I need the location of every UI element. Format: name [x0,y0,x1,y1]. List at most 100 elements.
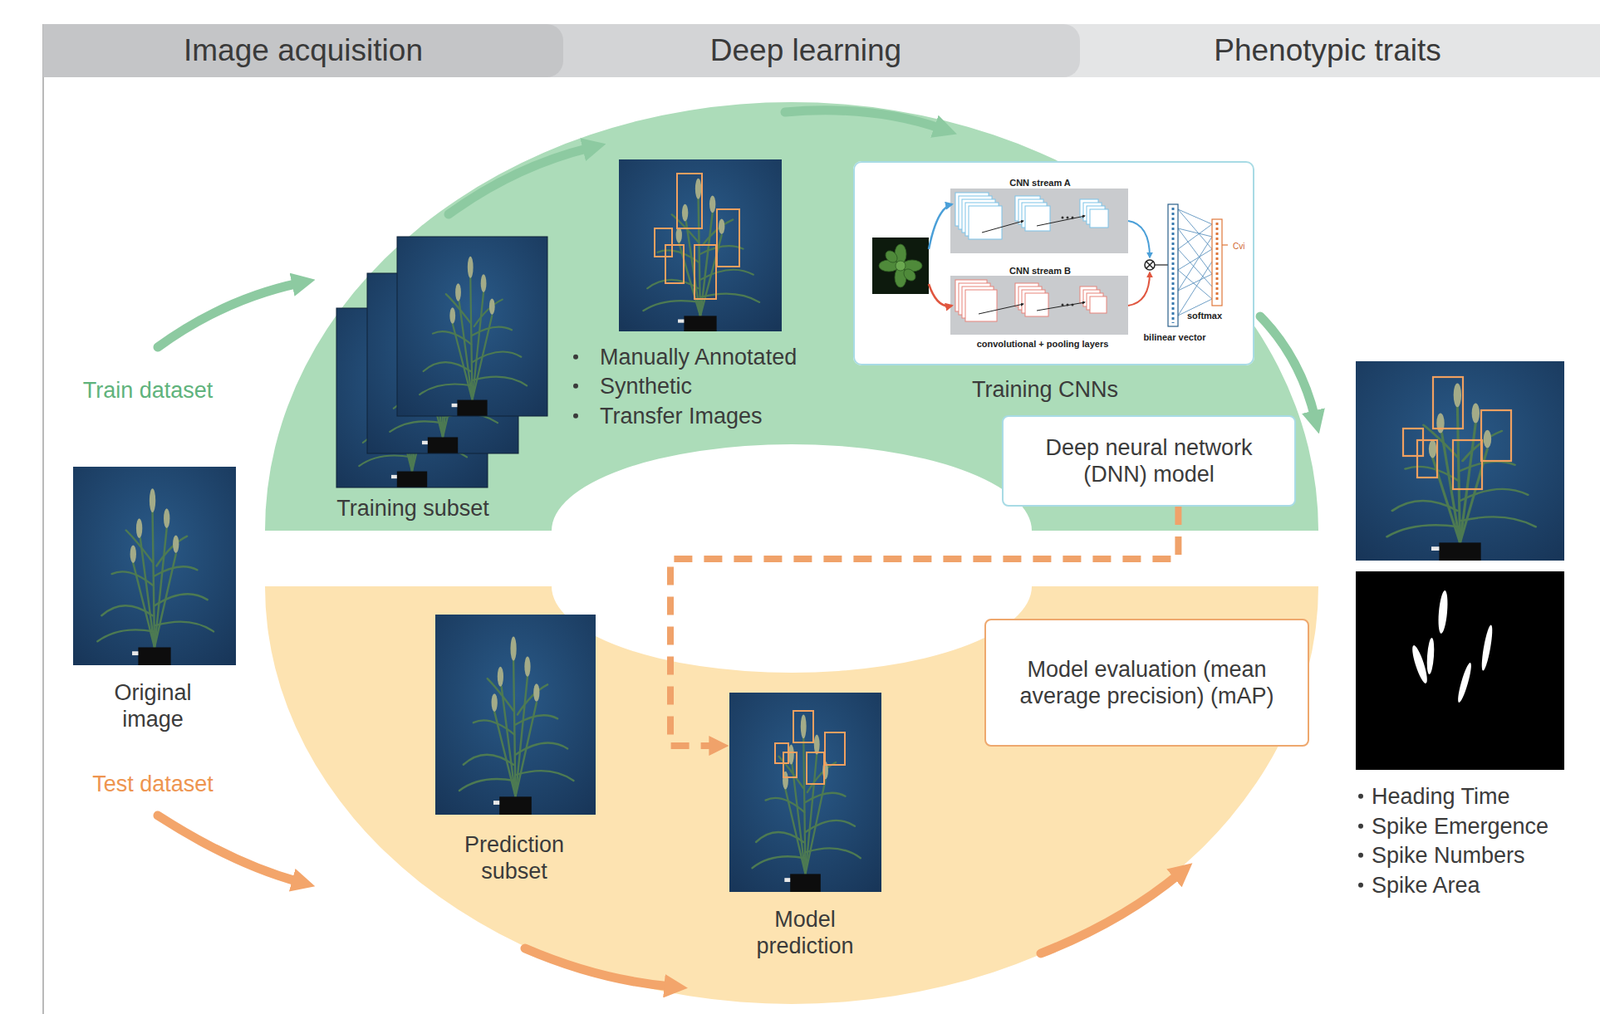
dense-link [1177,269,1213,300]
symbol-cross [1146,261,1154,269]
dot [1061,216,1065,220]
list-item: Spike Numbers [1356,842,1526,869]
bounding-boxes [775,711,845,785]
dataset-label: Test dataset [92,770,214,798]
dense-link [1177,209,1213,250]
mask-spike [1409,644,1430,686]
map-arrow [981,220,1024,233]
feature-map [1025,293,1049,317]
stream-panel [950,188,1129,254]
dense-link [1177,228,1213,275]
dense-links [1177,209,1213,316]
plant-image [729,692,882,893]
plant-image [1355,361,1565,561]
image-stack: Training subset [336,236,548,524]
annotated-image: Manually AnnotatedSyntheticTransfer Imag… [564,159,848,434]
output-line [1222,244,1228,246]
map-arrows [978,215,1085,315]
rosette-center [895,260,906,271]
list-item: Spike Area [1356,872,1481,899]
flow-arrow [785,110,942,129]
flow-arrow [157,283,300,348]
outer-product-symbol [1144,260,1155,270]
bounding-box [654,228,673,257]
cnn-figure-ground [853,161,1255,366]
mask-spike [1437,590,1449,635]
mask-spike [1455,662,1473,704]
frame-line [42,24,44,1014]
node-text: Phenotypic traits [1213,32,1442,69]
bounding-box [1481,410,1512,462]
feature-map [1089,296,1107,314]
bounding-box [677,173,702,229]
dataset-label: Train dataset [83,377,214,404]
list-item: Heading Time [1356,783,1511,810]
stream-panel [950,275,1129,335]
link-line [1154,264,1169,266]
flow-arrow [1260,316,1316,418]
feature-maps-a [955,192,1109,240]
image-panel: Model prediction [729,692,882,959]
map-arrow [978,304,1024,315]
stream-arrow [928,204,953,250]
dense-link [1177,249,1213,287]
list-item: Synthetic [571,373,693,400]
dense-link [1177,261,1213,316]
dense-link [1177,249,1213,270]
feature-map [968,206,1002,240]
flow-arrows-train [157,110,1316,418]
node-text: Model prediction [734,906,876,961]
flow-arrow [157,815,300,883]
dot [1066,216,1070,220]
bounding-boxes [1403,377,1512,490]
node-text: softmax [1187,310,1223,322]
feature-map [1089,209,1109,228]
node-text: Model evaluation (mean average precision… [1001,656,1293,711]
plant-image [618,159,782,332]
image-panel: Prediction subset [435,614,596,889]
softmax-bar [1212,219,1223,306]
mask-spike [1479,624,1495,673]
node-text: Cvi [1232,241,1245,252]
plant-image [435,614,596,815]
dense-link [1177,224,1213,250]
image-panel: Original image [73,466,236,733]
image-edge [397,236,548,417]
map-arrow [1036,302,1085,311]
bounding-box [1403,428,1424,457]
stage-tab: Deep learning [531,24,1080,78]
dense-link [1177,209,1213,225]
map-arrow [1036,215,1085,226]
dense-link [1177,236,1213,291]
node-text: Training CNNs [971,376,1119,403]
spike-mask [1355,571,1565,771]
flow-arrow [525,948,672,987]
node-text: Original image [86,679,220,734]
bounding-box [806,752,825,785]
node-text: bilinear vector [1143,332,1206,344]
bounding-box [1452,440,1483,490]
list-item: Transfer Images [571,402,763,430]
node-text: CNN stream B [1009,265,1071,277]
flow-arrows-test [157,815,1180,987]
node-text: convolutional + pooling layers [976,338,1110,350]
stream-arrow [1128,272,1150,306]
list-item: Manually Annotated [571,343,797,371]
bounding-box [665,245,684,284]
bounding-box [793,711,814,743]
bounding-boxes [654,173,740,300]
bounding-box [824,732,845,766]
bar-units [1172,207,1175,324]
flow-arrow [1040,873,1180,954]
symbol-ring [1144,260,1155,270]
stream-arrow [928,284,953,306]
node-text: Prediction subset [443,831,585,886]
mask-spikes [1409,590,1495,704]
feature-map [1025,206,1051,231]
node-text: Training subset [336,495,490,522]
bounding-box [783,752,797,778]
bilinear-bar [1168,204,1178,327]
train-ring [265,102,1319,531]
